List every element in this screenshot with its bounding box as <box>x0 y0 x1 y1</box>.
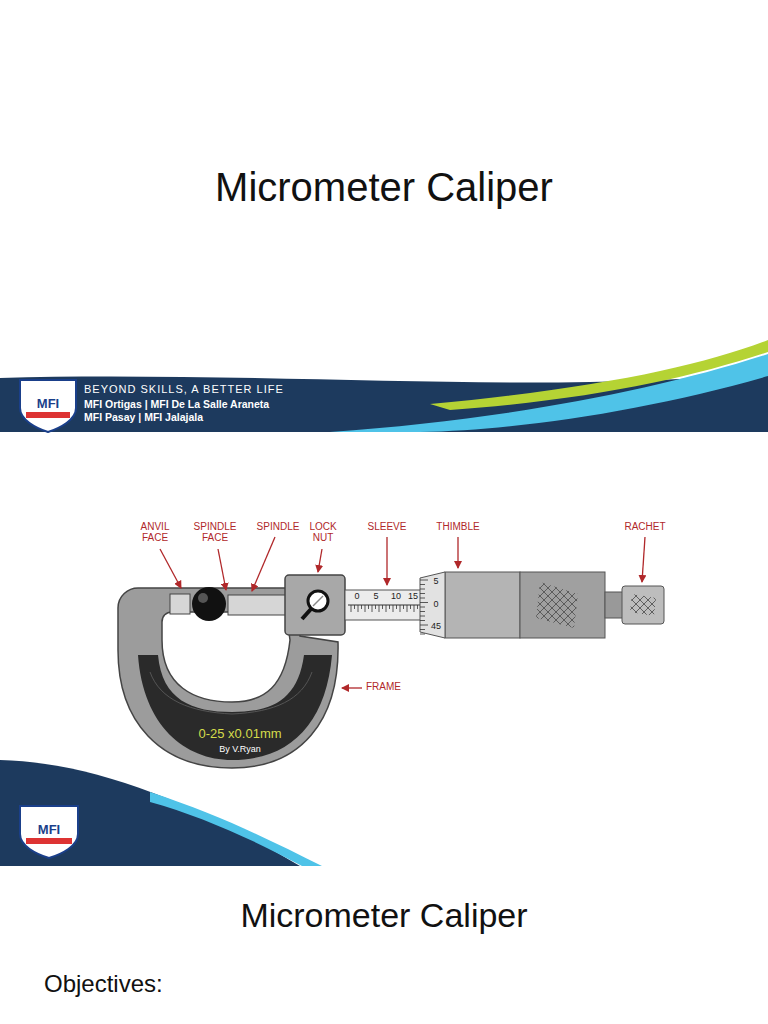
scale-number: 0 <box>433 599 438 609</box>
campus-list: MFI Pasay | MFI Jalajala <box>84 411 203 423</box>
micrometer-illustration <box>118 572 664 768</box>
range-marking: 0-25 x0.01mm <box>198 727 281 742</box>
part-label: ANVIL FACE <box>135 521 175 543</box>
scale-number: 15 <box>408 591 418 601</box>
slide-heading: Micrometer Caliper <box>240 896 527 935</box>
part-label: FRAME <box>366 681 401 693</box>
part-label: SPINDLE FACE <box>190 521 240 543</box>
objectives-heading: Objectives: <box>44 970 163 998</box>
part-label: RACHET <box>624 521 665 533</box>
part-label: SLEEVE <box>368 521 407 533</box>
bottom-banner <box>0 760 322 866</box>
slogan: BEYOND SKILLS, A BETTER LIFE <box>84 383 284 396</box>
part-label: SPINDLE <box>257 521 300 533</box>
leader-arrows <box>160 537 645 688</box>
slide-title: Micrometer Caliper <box>215 164 553 210</box>
scale-number: 10 <box>391 591 401 601</box>
sleeve-scale-ticks <box>351 605 421 612</box>
thimble-scale-ticks <box>420 580 428 634</box>
scale-number: 45 <box>431 621 441 631</box>
logo-text: MFI <box>38 823 60 838</box>
scale-number: 5 <box>433 576 438 586</box>
author-credit: By V.Ryan <box>219 744 261 754</box>
logo-text: MFI <box>37 397 59 412</box>
part-label: THIMBLE <box>436 521 479 533</box>
top-banner <box>0 340 768 432</box>
campus-list: MFI Ortigas | MFI De La Salle Araneta <box>84 398 269 410</box>
scale-number: 0 <box>354 591 359 601</box>
part-label: LOCK NUT <box>306 521 340 543</box>
scale-number: 5 <box>373 591 378 601</box>
